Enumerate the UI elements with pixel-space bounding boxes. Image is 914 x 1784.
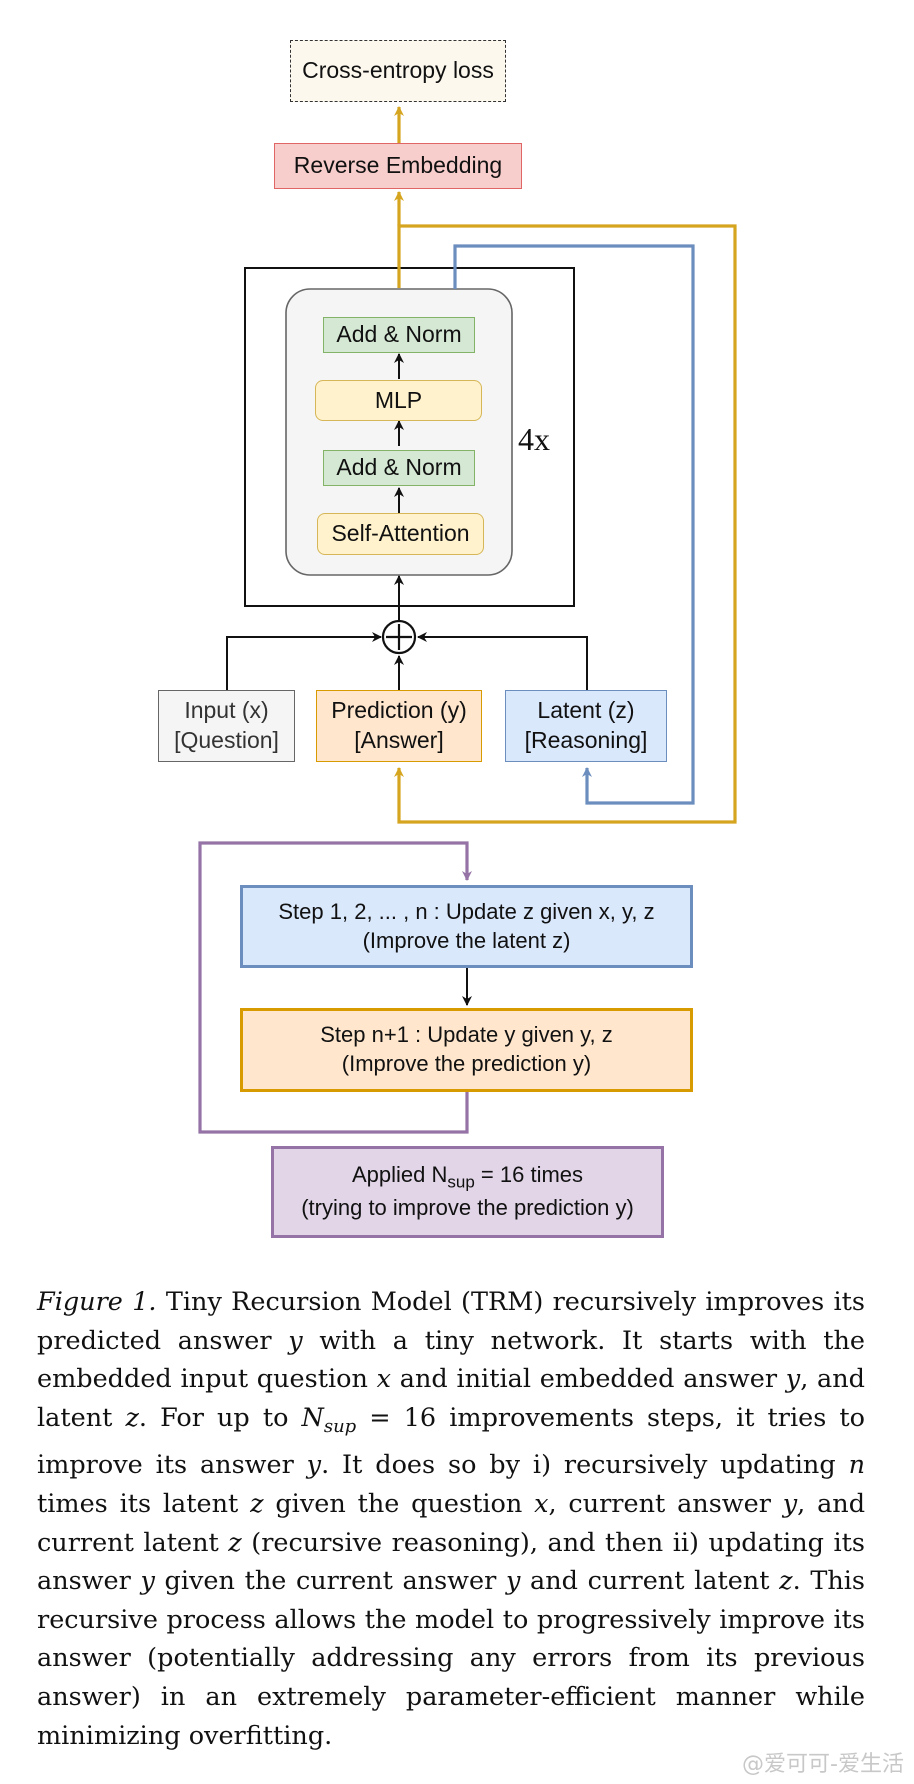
figure-caption: Figure 1. Tiny Recursion Model (TRM) rec… (37, 1283, 865, 1755)
caption-math: y (785, 1364, 801, 1395)
loss-label: Cross-entropy loss (302, 57, 494, 84)
watermark: @爱可可-爱生活 (742, 1752, 904, 1777)
mlp-box: MLP (315, 380, 482, 421)
caption-text: times its latent (37, 1489, 251, 1520)
step-latent-update-box: Step 1, 2, ... , n : Update z given x, y… (240, 885, 693, 968)
caption-text: given the current answer (154, 1566, 506, 1597)
caption-text: . For up to (138, 1402, 302, 1433)
caption-math: y (140, 1566, 155, 1597)
latent-label-line1: Latent (z) (537, 697, 635, 724)
step-pred-line2: (Improve the prediction y) (341, 1051, 592, 1076)
caption-math: z (228, 1527, 242, 1558)
repeat-count-label: 4x (518, 421, 550, 457)
purple-loop-arrow (198, 841, 472, 1134)
caption-text: , current answer (548, 1489, 783, 1520)
step-latent-line2: (Improve the latent z) (362, 927, 571, 953)
applied-prefix: Applied N (351, 1162, 448, 1188)
add-norm-top-box: Add & Norm (323, 317, 475, 353)
caption-math: y (782, 1489, 798, 1520)
caption-math: z (250, 1489, 264, 1520)
applied-subscript: sup (447, 1172, 475, 1192)
input-label-line2: [Question] (174, 727, 279, 753)
prediction-y-box: Prediction (y) [Answer] (316, 690, 482, 762)
gold-feedback-arrow (394, 224, 737, 824)
caption-math: y (306, 1450, 322, 1481)
input-label-line1: Input (x) (184, 697, 269, 724)
reverse-embedding-box: Reverse Embedding (274, 143, 522, 189)
caption-text: , and latent (37, 1364, 865, 1433)
caption-math: z (779, 1566, 793, 1597)
step-pred-line1: Step n+1 : Update y given y, z (320, 1022, 613, 1048)
step-prediction-update-box: Step n+1 : Update y given y, z (Improve … (240, 1008, 693, 1092)
input-x-box: Input (x) [Question] (158, 690, 295, 762)
blue-feedback-arrow (453, 244, 695, 805)
applied-nsup-box: Applied Nsup = 16 times (trying to impro… (271, 1146, 664, 1238)
caption-text: , and current latent (37, 1489, 866, 1558)
reverse-embedding-label: Reverse Embedding (293, 152, 503, 179)
caption-math: z (125, 1402, 139, 1433)
prediction-label-line2: [Answer] (354, 727, 444, 753)
caption-math: N (301, 1402, 324, 1433)
caption-math-subscript: sup (323, 1415, 357, 1437)
diagram-connectors (198, 106, 737, 1134)
caption-math: x (376, 1364, 392, 1395)
arrow-input-to-sum (226, 632, 382, 690)
add-norm-bottom-box: Add & Norm (323, 450, 475, 486)
self-attention-label: Self-Attention (331, 520, 470, 547)
latent-label-line2: [Reasoning] (524, 727, 648, 753)
latent-z-box: Latent (z) [Reasoning] (505, 690, 667, 762)
caption-math: y (505, 1566, 521, 1597)
self-attention-box: Self-Attention (317, 513, 484, 555)
prediction-label-line1: Prediction (y) (331, 697, 467, 724)
caption-text: (recursive reasoning), and then ii) upda… (37, 1527, 865, 1597)
caption-text: = 16 improvements steps, it tries to imp… (37, 1402, 865, 1481)
caption-text: given the question (263, 1489, 535, 1520)
mlp-label: MLP (374, 386, 423, 413)
applied-line2: (trying to improve the prediction y) (301, 1194, 634, 1220)
caption-math: x (534, 1489, 549, 1520)
arrow-latent-to-sum (417, 632, 588, 690)
add-norm-bottom-label: Add & Norm (336, 454, 462, 481)
cross-entropy-loss-box: Cross-entropy loss (290, 40, 506, 102)
step-latent-line1: Step 1, 2, ... , n : Update z given x, y… (278, 898, 655, 924)
caption-text: . This recursive process allows the mode… (37, 1566, 865, 1751)
applied-suffix: = 16 times (474, 1162, 584, 1188)
sum-node-icon (381, 619, 417, 655)
add-norm-top-label: Add & Norm (336, 321, 462, 348)
caption-text: with a tiny network. It starts with the … (37, 1325, 865, 1395)
caption-text: and initial embedded answer (391, 1364, 786, 1395)
figure-label: Figure 1. (37, 1287, 157, 1317)
caption-math: y (288, 1325, 303, 1356)
trm-diagram: Cross-entropy loss Reverse Embedding Add… (158, 40, 737, 1238)
transformer-block-outline (244, 267, 575, 607)
applied-line1: Applied Nsup = 16 times (352, 1161, 583, 1193)
caption-text: . It does so by i) recursively updating (321, 1450, 849, 1481)
caption-math: n (848, 1450, 865, 1481)
caption-text: and current latent (520, 1566, 780, 1597)
caption-text: Tiny Recursion Model (TRM) recursively i… (37, 1287, 865, 1356)
